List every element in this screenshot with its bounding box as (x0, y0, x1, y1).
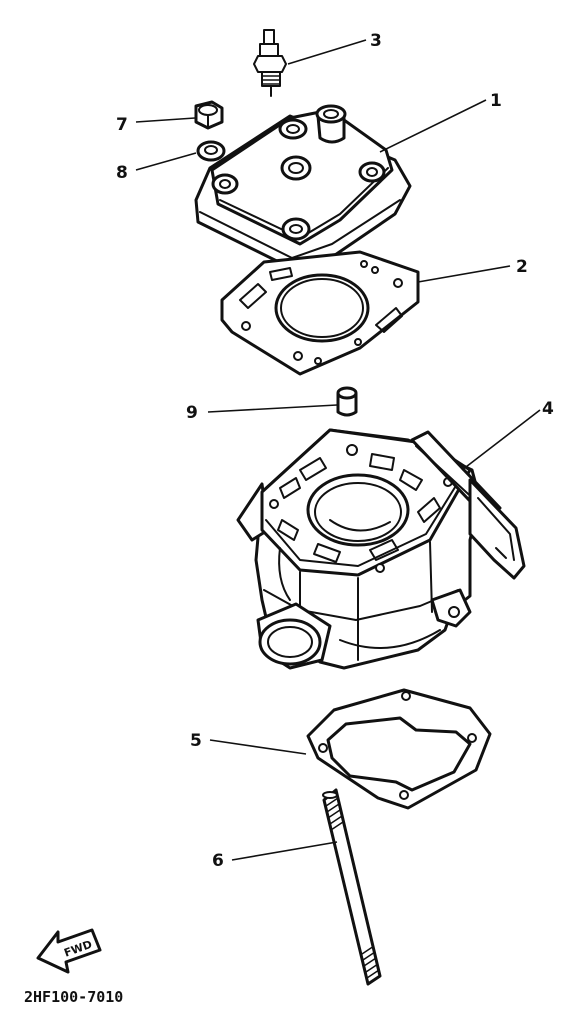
cylinder[interactable] (236, 428, 482, 670)
callout-5: 5 (190, 731, 202, 751)
callout-8: 8 (116, 163, 128, 183)
diagram-code: 2HF100-7010 (24, 988, 123, 1006)
callout-6: 6 (212, 851, 224, 871)
dowel-pin[interactable] (336, 386, 358, 417)
leader-lines (135, 39, 541, 861)
washer[interactable] (196, 140, 226, 162)
spark-plug[interactable] (253, 29, 287, 97)
cylinder-head[interactable] (194, 104, 412, 272)
cylinder-gasket[interactable] (306, 688, 492, 810)
callout-4: 4 (542, 399, 554, 419)
callout-3: 3 (370, 31, 382, 51)
callout-7: 7 (116, 115, 128, 135)
reed-valve-assembly[interactable] (410, 430, 526, 580)
callout-1: 1 (490, 91, 502, 111)
callout-2: 2 (516, 257, 528, 277)
cylinder-head-gasket[interactable] (220, 250, 420, 376)
callout-9: 9 (186, 403, 198, 423)
fwd-arrow-icon: FWD (36, 928, 102, 974)
stud-bolt[interactable] (322, 788, 382, 986)
nut[interactable] (194, 100, 224, 130)
